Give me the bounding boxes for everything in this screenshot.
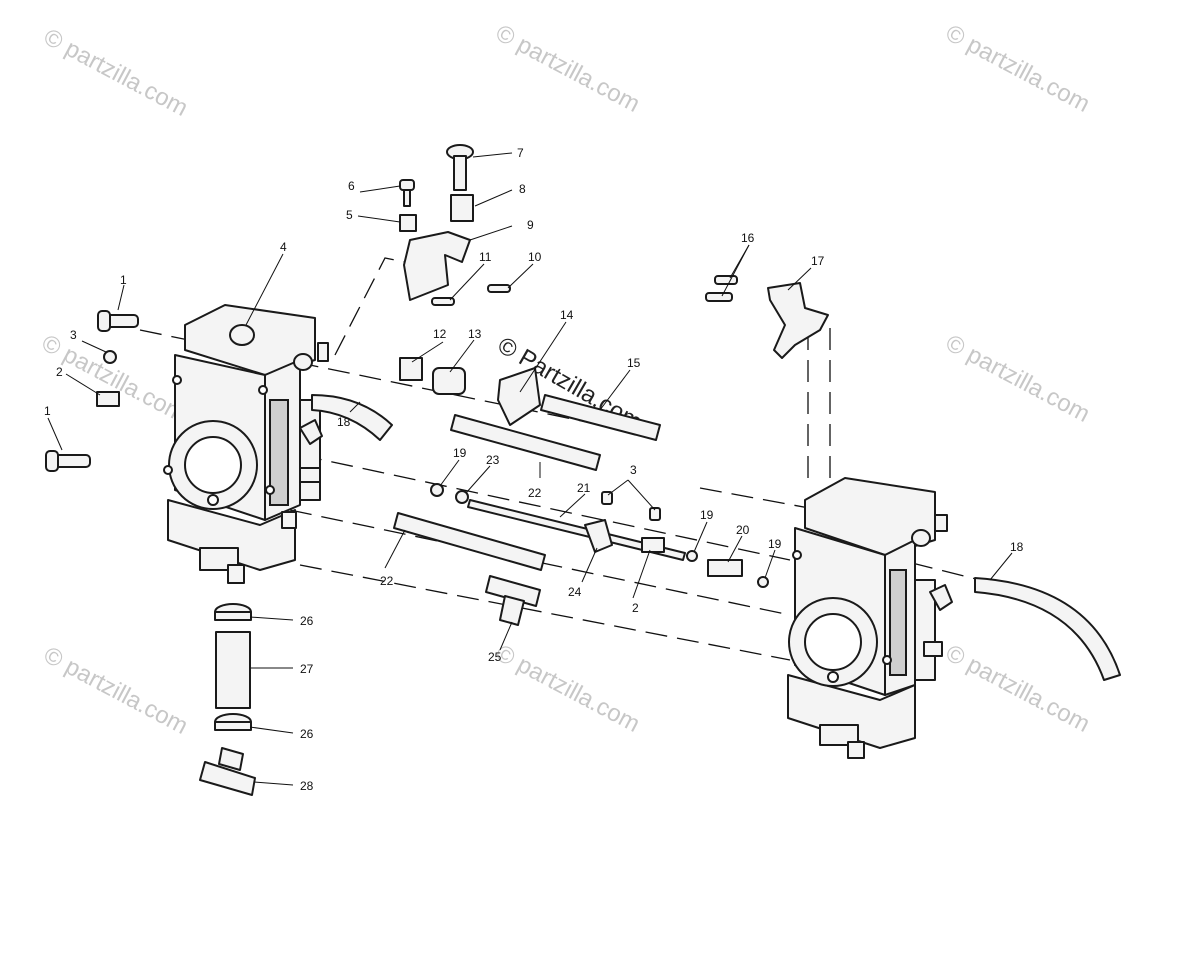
- callout-3-left: 3: [70, 328, 77, 342]
- left-carburetor: [163, 304, 329, 584]
- watermark-top-right: © partzilla.com: [941, 19, 1094, 118]
- right-fuel-hose: [974, 577, 1121, 681]
- watermark-top-left: © partzilla.com: [39, 23, 192, 122]
- left-fuel-hose: [311, 394, 393, 441]
- callout-19-center: 19: [700, 508, 714, 522]
- callout-1-lower: 1: [44, 404, 51, 418]
- hardware-parts: [45, 144, 1121, 796]
- callout-19-right: 19: [768, 537, 782, 551]
- callout-2-right: 2: [632, 601, 639, 615]
- callout-26-upper: 26: [300, 614, 314, 628]
- watermark-mid-right: © partzilla.com: [941, 329, 1094, 428]
- callout-9: 9: [527, 218, 534, 232]
- callout-12: 12: [433, 327, 447, 341]
- callout-13: 13: [468, 327, 482, 341]
- callout-6: 6: [348, 179, 355, 193]
- callout-24: 24: [568, 585, 582, 599]
- callout-11: 11: [479, 250, 492, 264]
- callout-22-upper: 22: [528, 486, 542, 500]
- callout-7: 7: [517, 146, 524, 160]
- callout-2-left: 2: [56, 365, 63, 379]
- callout-20: 20: [736, 523, 750, 537]
- callout-5: 5: [346, 208, 353, 222]
- callout-23: 23: [486, 453, 500, 467]
- callout-labels: 1 1 3 2 4 6 5 7 8 9 10 11 12 13 14 15 16…: [44, 146, 1024, 793]
- callout-28: 28: [300, 779, 314, 793]
- callout-21: 21: [577, 481, 591, 495]
- callout-4: 4: [280, 240, 287, 254]
- watermark-top-center: © partzilla.com: [491, 19, 644, 118]
- watermark-bottom-right: © partzilla.com: [941, 639, 1094, 738]
- callout-14: 14: [560, 308, 574, 322]
- leader-lines: [47, 152, 1013, 786]
- watermark-bottom-left: © partzilla.com: [39, 641, 192, 740]
- callout-26-lower: 26: [300, 727, 314, 741]
- callout-1-upper: 1: [120, 273, 127, 287]
- callout-17: 17: [811, 254, 825, 268]
- callout-25: 25: [488, 650, 502, 664]
- callout-3-right: 3: [630, 463, 637, 477]
- callout-18-right: 18: [1010, 540, 1024, 554]
- callout-22-lower: 22: [380, 574, 394, 588]
- callout-10: 10: [528, 250, 542, 264]
- watermark-bottom-center: © partzilla.com: [491, 639, 644, 738]
- callout-8: 8: [519, 182, 526, 196]
- callout-19-left: 19: [453, 446, 467, 460]
- callout-27: 27: [300, 662, 314, 676]
- callout-16: 16: [741, 231, 755, 245]
- callout-18-left: 18: [337, 415, 351, 429]
- right-carburetor: [787, 477, 953, 759]
- callout-15: 15: [627, 356, 641, 370]
